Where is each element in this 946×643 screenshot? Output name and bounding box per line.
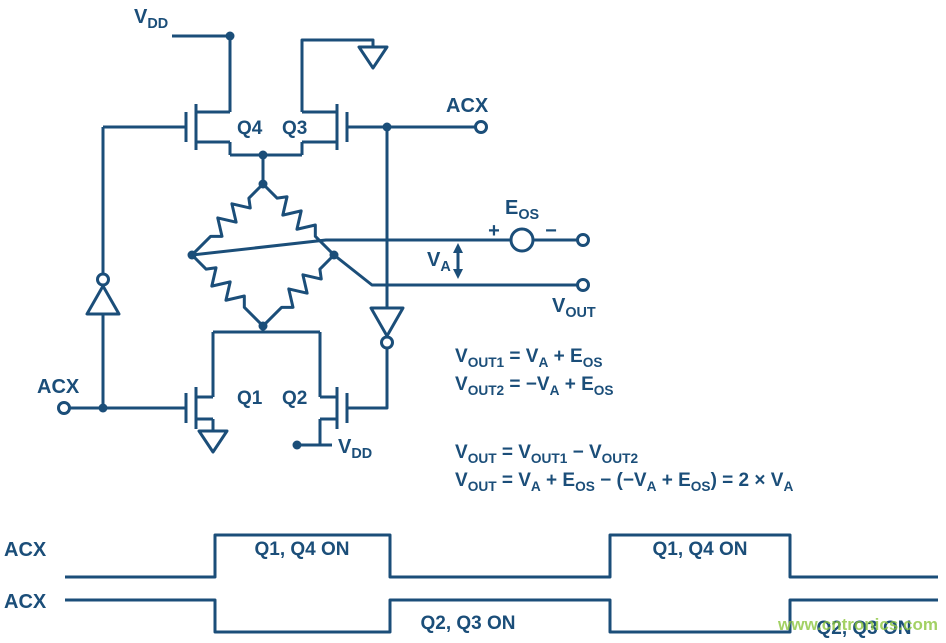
acx-bottom-label: ACX [37,376,80,398]
equations: VOUT1 = VA + EOS VOUT2 = −VA + EOS VOUT … [455,346,793,494]
q3-label: Q3 [282,118,307,139]
output-top-terminal [576,233,590,247]
eos-source-symbol [509,227,535,253]
acx-bottom-terminal [57,401,71,415]
ground-bottom-icon [197,429,229,454]
transistor-q3-symbol [300,38,476,155]
q2-label: Q2 [282,388,307,409]
bridge-resistors [184,176,342,333]
timing-diagram: ACX Q1, Q4 ON Q1, Q4 ON ACX Q2, Q3 ON Q2… [4,533,938,639]
output-bottom-terminal [576,278,590,292]
transistor-q1-symbol [69,332,215,431]
bridge-output-bottom-wire [333,253,578,287]
eos-plus-sign: + [488,220,500,242]
drain-join-wire [230,153,302,184]
eos-label: EOS [505,197,540,223]
equation-vout2: VOUT2 = −VA + EOS [455,374,614,398]
va-label: VA [427,249,451,275]
resistor-bottom-right [256,247,342,333]
q1-label: Q1 [237,388,263,409]
wave1-trace [65,533,938,579]
ground-top-icon [357,45,389,70]
resistor-bottom-left [184,247,270,333]
inverter-left-bubble [96,272,110,287]
vdd-top-label: VDD [134,6,168,32]
inverter-left-icon [85,284,121,316]
inverter-right-bubble [380,335,394,350]
bridge-output-top-wire [191,238,578,257]
right-inverter-chain [347,127,405,410]
wave2-pulse1-label: Q2, Q3 ON [420,613,515,634]
acx-top-terminal [474,120,488,134]
vdd-top-wire [172,34,232,112]
left-inverter-chain [85,127,121,408]
wave1-pulse1-label: Q1, Q4 ON [254,539,349,560]
wave1-pulse2-label: Q1, Q4 ON [652,539,747,560]
wave2-trace [65,598,938,634]
transistor-q4-symbol [103,104,232,155]
equation-vout-def: VOUT = VOUT1 − VOUT2 [455,442,639,466]
wave2-pulse2-label: Q2, Q3 ON [816,618,911,639]
vout-label: VOUT [552,295,596,321]
acx-top-label: ACX [446,95,489,117]
inverter-right-icon [369,306,405,338]
va-arrow [453,243,463,279]
vdd-bottom-label: VDD [338,436,372,462]
resistor-top-right [255,176,341,262]
equation-vout-expanded: VOUT = VA + EOS − (−VA + EOS) = 2 × VA [455,470,793,494]
equation-vout1: VOUT1 = VA + EOS [455,346,602,370]
q4-label: Q4 [237,118,263,139]
wave1-label: ACX [4,539,47,561]
watermark-text: www.cntronics.com [777,615,938,634]
junction-dots [98,31,392,450]
eos-minus-sign: − [545,220,557,242]
wave2-label: ACX [4,591,47,613]
transistor-q2-symbol [297,332,349,447]
